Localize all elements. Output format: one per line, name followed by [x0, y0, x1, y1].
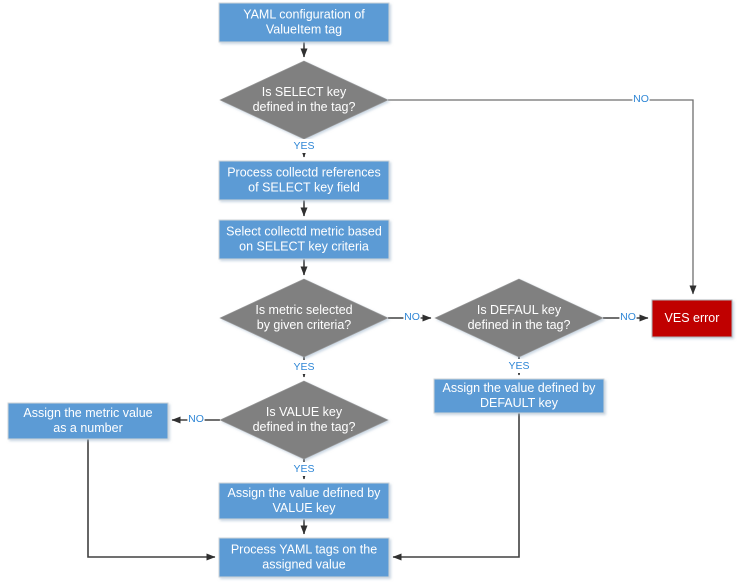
node-value-key-line-2: defined in the tag?	[253, 420, 356, 434]
edge-label-backdrop	[187, 412, 205, 426]
node-process-yaml-line-1: Process YAML tags on the	[231, 542, 377, 556]
node-metric-selected-line-2: by given criteria?	[257, 318, 352, 332]
edge-label-select-no: NO	[633, 93, 649, 105]
node-ves-error-shape[interactable]	[651, 299, 733, 338]
node-metric-selected-shape[interactable]	[219, 278, 389, 358]
node-assign-number-line-1: Assign the metric value	[23, 406, 152, 420]
edge-label-select-yes: YES	[293, 140, 314, 152]
node-assign-number[interactable]: Assign the metric value as a number	[7, 402, 169, 440]
edge-label-value-yes: YES	[293, 463, 314, 475]
node-process-refs-line-2: of SELECT key field	[248, 180, 360, 194]
node-value-key-line-1: Is VALUE key	[266, 405, 343, 419]
node-select-key[interactable]: Is SELECT key defined in the tag?	[219, 60, 389, 140]
node-metric-selected[interactable]: Is metric selected by given criteria?	[219, 278, 389, 358]
node-default-key[interactable]: Is DEFAUL key defined in the tag?	[434, 278, 604, 358]
node-select-key-line-2: defined in the tag?	[253, 100, 356, 114]
edge-default-assign-to-yaml	[392, 413, 520, 561]
node-value-key[interactable]: Is VALUE key defined in the tag?	[219, 380, 389, 460]
node-process-yaml[interactable]: Process YAML tags on the assigned value	[218, 537, 390, 578]
edge-label-backdrop	[507, 359, 531, 373]
connectors	[87, 42, 697, 561]
edge-select-no-to-error	[388, 99, 697, 295]
node-assign-number-shape[interactable]	[7, 402, 169, 440]
edge-label-backdrop	[292, 139, 316, 153]
edge-label-default-yes: YES	[508, 360, 529, 372]
node-start[interactable]: YAML configuration of ValueItem tag	[218, 2, 390, 43]
node-process-refs[interactable]: Process collectd references of SELECT ke…	[218, 160, 390, 201]
node-default-key-shape[interactable]	[434, 278, 604, 358]
node-select-metric-line-1: Select collectd metric based	[226, 224, 382, 238]
node-select-metric[interactable]: Select collectd metric based on SELECT k…	[218, 219, 390, 260]
node-default-key-line-2: defined in the tag?	[468, 318, 571, 332]
edge-label-backdrop	[619, 310, 637, 324]
node-metric-selected-line-1: Is metric selected	[255, 303, 352, 317]
node-process-refs-shape[interactable]	[218, 160, 390, 201]
node-value-key-shape[interactable]	[219, 380, 389, 460]
node-select-metric-line-2: on SELECT key criteria	[239, 239, 369, 253]
edge-label-metric-yes: YES	[293, 361, 314, 373]
node-ves-error-line-1: VES error	[665, 311, 720, 325]
node-ves-error[interactable]: VES error	[651, 299, 733, 338]
edge-label-backdrop	[403, 310, 421, 324]
edge-number-to-yaml	[87, 439, 216, 561]
edge-label-value-no: NO	[188, 413, 204, 425]
node-process-refs-line-1: Process collectd references	[227, 165, 381, 179]
node-assign-number-line-2: as a number	[53, 421, 122, 435]
node-start-shape[interactable]	[218, 2, 390, 43]
edge-labels: NO YES NO NO YES YES NO YES	[187, 92, 650, 476]
node-assign-default-line-2: DEFAULT key	[480, 396, 559, 410]
edge-label-backdrop	[632, 92, 650, 106]
node-assign-value-shape[interactable]	[218, 482, 390, 520]
node-process-yaml-line-2: assigned value	[262, 557, 345, 571]
node-assign-value[interactable]: Assign the value defined by VALUE key	[218, 482, 390, 520]
node-select-key-line-1: Is SELECT key	[262, 85, 347, 99]
edge-label-default-no: NO	[620, 311, 636, 323]
node-select-metric-shape[interactable]	[218, 219, 390, 260]
node-assign-default[interactable]: Assign the value defined by DEFAULT key	[433, 378, 605, 414]
node-assign-default-line-1: Assign the value defined by	[443, 381, 597, 395]
node-assign-value-line-2: VALUE key	[273, 501, 337, 515]
edge-label-metric-no: NO	[404, 311, 420, 323]
node-start-line-1: YAML configuration of	[243, 7, 365, 21]
edge-label-backdrop	[292, 462, 316, 476]
nodes: YAML configuration of ValueItem tag Is S…	[7, 2, 733, 578]
node-process-yaml-shape[interactable]	[218, 537, 390, 578]
node-assign-value-line-1: Assign the value defined by	[228, 486, 382, 500]
edge-label-backdrop	[292, 360, 316, 374]
node-default-key-line-1: Is DEFAUL key	[477, 303, 562, 317]
node-assign-default-shape[interactable]	[433, 378, 605, 414]
node-start-line-2: ValueItem tag	[266, 22, 342, 36]
